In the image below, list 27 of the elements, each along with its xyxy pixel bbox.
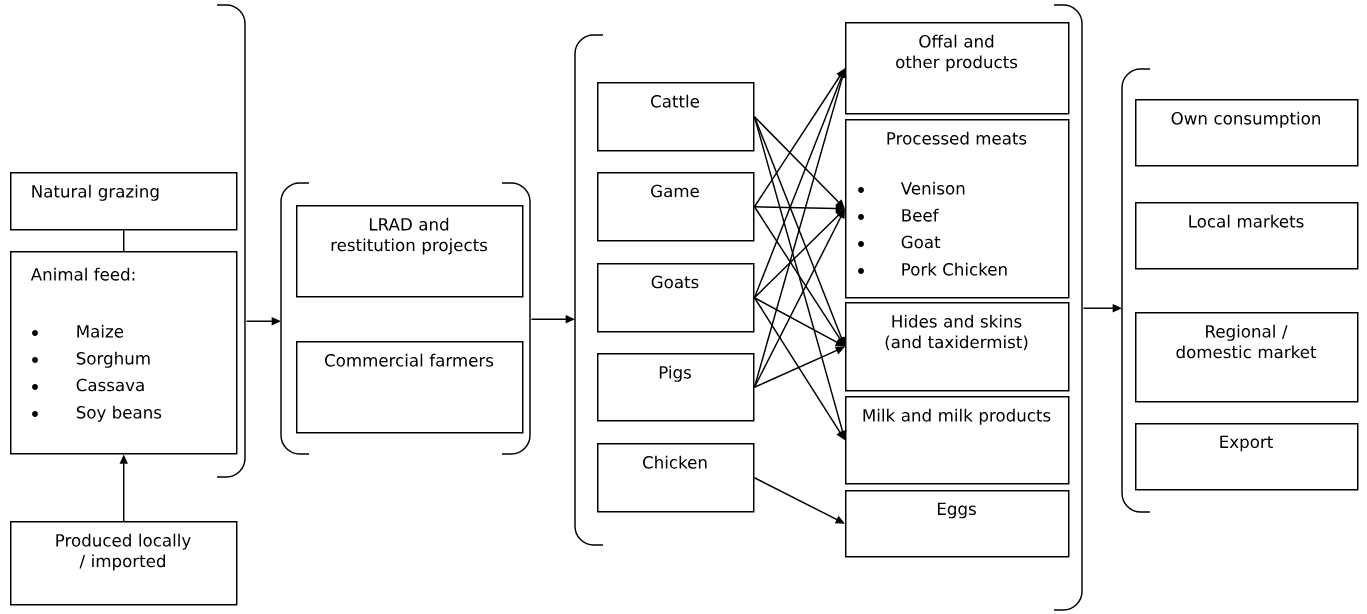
arrow: [753, 346, 845, 388]
text-box: Eggs: [845, 490, 1070, 558]
text-box: LRAD and restitution projects: [296, 205, 524, 298]
text-box: Natural grazing: [10, 172, 238, 231]
text-box: Milk and milk products: [845, 396, 1070, 485]
text-box: Chicken: [597, 443, 755, 513]
arrow: [753, 116, 845, 209]
text-box: Local markets: [1135, 202, 1359, 270]
bracket: [216, 4, 246, 478]
text-box: Cattle: [597, 82, 755, 152]
bracket: [1121, 68, 1151, 513]
text-box: Game: [597, 172, 755, 242]
bracket: [280, 182, 531, 455]
text-box: Processed meats Venison Beef Goat Pork Chicken: [845, 119, 1070, 299]
text-box: Offal and other products: [845, 22, 1070, 115]
text-box: Produced locally / imported: [10, 521, 238, 606]
text-box: Hides and skins (and taxidermist): [845, 302, 1070, 392]
text-box: Commercial farmers: [296, 341, 524, 434]
text-box: Own consumption: [1135, 99, 1359, 167]
text-box: Pigs: [597, 353, 755, 422]
arrow: [753, 477, 845, 524]
text-box: Animal feed: Maize Sorghum Cassava Soy beans: [10, 251, 238, 455]
text-box: Goats: [597, 263, 755, 333]
arrow: [753, 297, 845, 347]
text-box: Regional / domestic market: [1135, 312, 1359, 403]
text-box: Export: [1135, 423, 1359, 491]
bracket: [574, 4, 1083, 611]
